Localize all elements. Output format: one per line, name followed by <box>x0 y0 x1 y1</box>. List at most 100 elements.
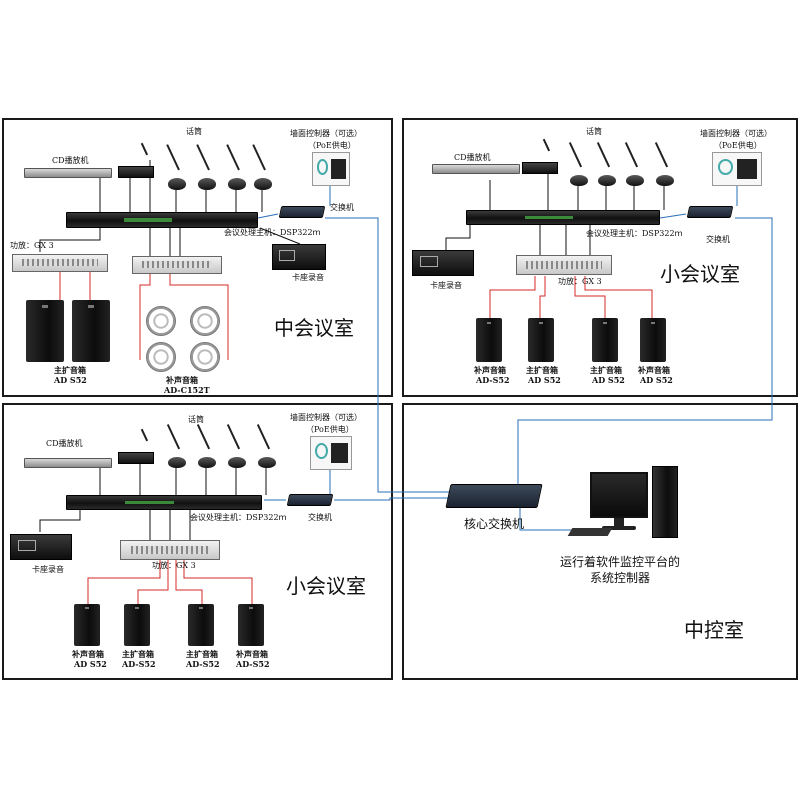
st-cd-label: CD播放机 <box>454 153 491 162</box>
sb-speaker-3 <box>188 604 214 646</box>
st-mic-label: 话筒 <box>586 127 602 136</box>
mid-main-speaker-2 <box>72 300 110 362</box>
sb-amp-label: 功放：GX 3 <box>152 561 196 570</box>
sb-wireless-receiver <box>118 452 154 464</box>
audio-wires <box>39 160 665 540</box>
sb-amplifier <box>120 540 220 560</box>
st-gooseneck-mic-4-icon <box>654 142 674 186</box>
sb-speaker-1 <box>74 604 100 646</box>
control-room-title: 中控室 <box>684 618 744 642</box>
mid-gooseneck-mic-1-icon <box>166 144 186 190</box>
sb-mic-label: 话筒 <box>188 415 204 424</box>
sb-speaker-2-model: AD-S52 <box>122 659 156 669</box>
sb-speaker-3-model: AD-S52 <box>186 659 220 669</box>
mid-gooseneck-mic-3-icon <box>226 144 246 190</box>
sb-wall-controller-label: 墙面控制器（可选） <box>290 413 362 422</box>
sb-dsp-processor <box>66 495 262 510</box>
st-amp-label: 功放：GX 3 <box>558 277 602 286</box>
sb-speaker-3-label: 主扩音箱 <box>186 649 218 659</box>
mid-poe-label: （PoE供电） <box>308 141 356 150</box>
sb-gooseneck-mic-2-icon <box>196 424 216 468</box>
mid-tape-label: 卡座录音 <box>292 273 324 282</box>
mid-ceiling-speaker-label: 补声音箱 <box>166 375 198 385</box>
mid-cd-label: CD播放机 <box>52 156 89 165</box>
sb-speaker-4-label: 补声音箱 <box>236 649 268 659</box>
st-speaker-4-model: AD S52 <box>640 375 673 385</box>
sb-cd-player <box>24 458 112 468</box>
mid-ceiling-speaker-model: AD-C152T <box>164 385 210 395</box>
mid-wireless-receiver <box>118 166 154 178</box>
mid-amplifier-1 <box>12 254 108 272</box>
st-poe-label: （PoE供电） <box>714 141 762 150</box>
core-switch <box>445 484 543 508</box>
st-switch-label: 交换机 <box>706 235 730 244</box>
st-wall-controller <box>712 152 762 186</box>
st-handheld-mic-icon <box>540 139 554 160</box>
mid-cd-player <box>24 168 112 178</box>
sb-speaker-2 <box>124 604 150 646</box>
system-controller-label-line1: 运行着软件监控平台的 <box>560 555 681 569</box>
sb-poe-label: （PoE供电） <box>306 425 354 434</box>
sb-tape-label: 卡座录音 <box>32 565 64 574</box>
sb-speaker-1-label: 补声音箱 <box>72 649 104 659</box>
st-speaker-1 <box>476 318 502 362</box>
mid-switch-label: 交换机 <box>330 203 354 212</box>
sb-speaker-4 <box>238 604 264 646</box>
mid-ceiling-speaker-2 <box>190 306 220 336</box>
mid-gooseneck-mic-4-icon <box>252 144 272 190</box>
mid-network-switch <box>278 206 326 218</box>
st-speaker-3 <box>592 318 618 362</box>
core-switch-label: 核心交换机 <box>464 517 525 531</box>
st-wall-controller-label: 墙面控制器（可选） <box>700 129 772 138</box>
control-room-box <box>402 403 798 680</box>
st-dsp-processor <box>466 210 660 225</box>
sb-room-title: 小会议室 <box>286 574 366 598</box>
sb-cd-label: CD播放机 <box>46 439 83 448</box>
st-cd-player <box>432 164 520 174</box>
system-controller-label: 运行着软件监控平台的 系统控制器 <box>560 554 680 586</box>
sb-handheld-mic-icon <box>138 429 152 450</box>
mid-main-speaker-1 <box>26 300 64 362</box>
st-speaker-4-label: 补声音箱 <box>638 365 670 375</box>
sb-speaker-4-model: AD-S52 <box>236 659 270 669</box>
speaker-wires <box>59 272 653 604</box>
mid-dsp-processor <box>66 212 258 228</box>
st-speaker-1-model: AD-S52 <box>476 375 510 385</box>
mid-ceiling-speaker-4 <box>190 342 220 372</box>
st-dsp-label: 会议处理主机：DSP322ｍ <box>586 229 683 238</box>
st-tape-recorder <box>412 250 474 276</box>
st-speaker-3-model: AD S52 <box>592 375 625 385</box>
st-speaker-2-label: 主扩音箱 <box>526 365 558 375</box>
mid-room-title: 中会议室 <box>274 316 354 340</box>
mid-main-speaker-model: AD S52 <box>54 375 87 385</box>
st-gooseneck-mic-1-icon <box>568 142 588 186</box>
sb-wall-controller <box>310 436 352 470</box>
system-controller-label-line2: 系统控制器 <box>590 571 651 586</box>
sb-dsp-label: 会议处理主机：DSP322ｍ <box>190 513 287 522</box>
st-gooseneck-mic-3-icon <box>624 142 644 186</box>
sb-gooseneck-mic-1-icon <box>166 424 186 468</box>
mid-dsp-label: 会议处理主机：DSP322ｍ <box>224 228 321 237</box>
st-speaker-2-model: AD S52 <box>528 375 561 385</box>
sb-gooseneck-mic-4-icon <box>256 424 276 468</box>
st-speaker-4 <box>640 318 666 362</box>
sb-speaker-2-label: 主扩音箱 <box>122 649 154 659</box>
mid-amp-label: 功放：GX 3 <box>10 241 54 250</box>
mid-ceiling-speaker-3 <box>146 342 176 372</box>
sb-tape-recorder <box>10 534 72 560</box>
mid-amplifier-2 <box>132 256 222 274</box>
st-speaker-1-label: 补声音箱 <box>474 365 506 375</box>
system-controller-pc-icon <box>567 466 680 548</box>
sb-gooseneck-mic-3-icon <box>226 424 246 468</box>
mid-wall-controller <box>312 152 350 186</box>
st-room-title: 小会议室 <box>660 262 740 286</box>
st-wireless-receiver <box>522 162 558 174</box>
mid-gooseneck-mic-2-icon <box>196 144 216 190</box>
mid-main-speaker-label: 主扩音箱 <box>54 365 86 375</box>
mid-handheld-mic-icon <box>138 143 152 164</box>
st-tape-label: 卡座录音 <box>430 281 462 290</box>
mid-wall-controller-label: 墙面控制器（可选） <box>290 129 362 138</box>
mid-ceiling-speaker-1 <box>146 306 176 336</box>
